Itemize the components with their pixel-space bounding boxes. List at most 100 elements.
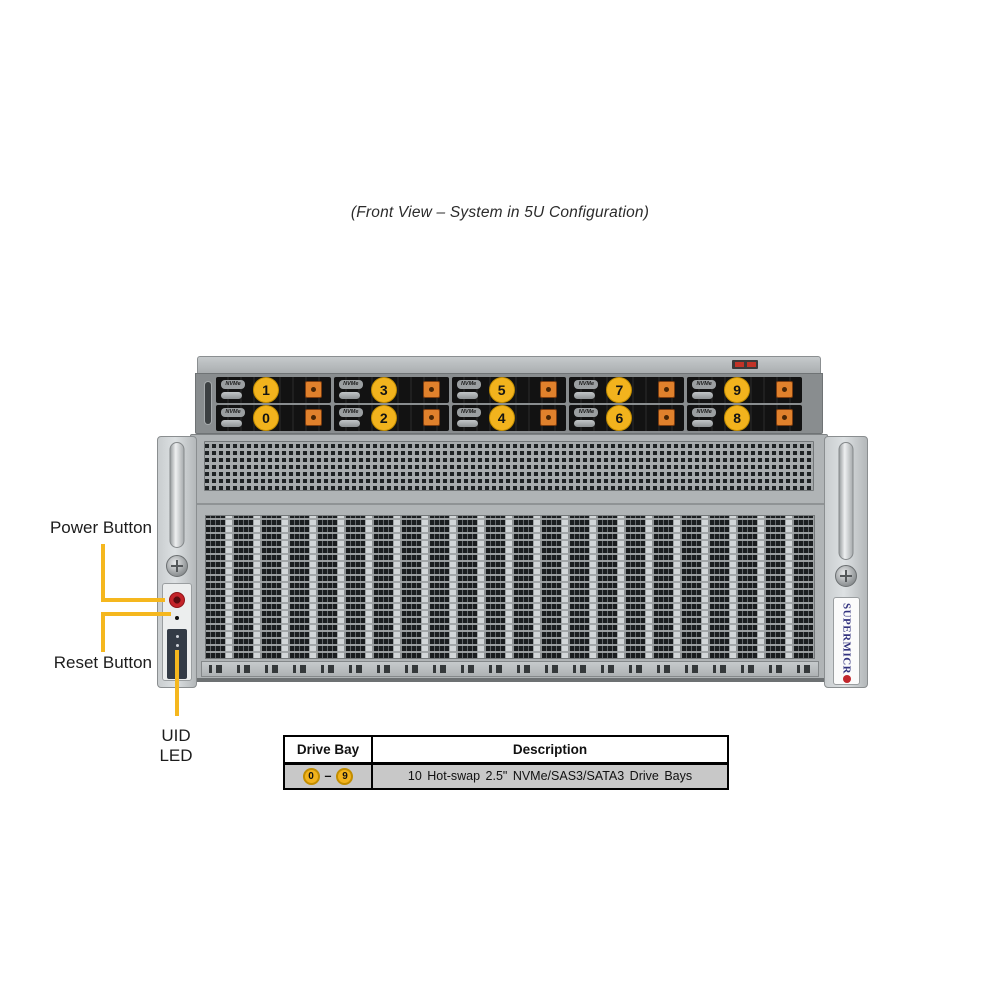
latch-lock-icon [664,387,670,392]
drive-latch-button [304,409,322,426]
brand-text: SUPERMICR [840,603,853,675]
chassis-base-edge [195,678,825,682]
bay-number-badge: 9 [724,377,751,403]
bay-number-badge: 6 [606,405,633,431]
bay-start-badge: 0 [302,767,320,785]
latch-lock-icon [310,415,316,420]
drive-led-bar [221,392,242,399]
drive-led-bar [692,392,714,399]
drive-bay-table: Drive Bay Description 0–9 10 Hot-swap 2.… [283,735,729,790]
figure-caption: (Front View – System in 5U Configuration… [350,204,650,221]
description-cell: 10 Hot-swap 2.5" NVMe/SAS3/SATA3 Drive B… [371,762,729,790]
drive-led-bar [221,420,242,427]
drive-tray: NVMe 0 [216,405,331,431]
bay-end-badge: 9 [336,767,354,785]
bay-range-cell: 0–9 [283,762,373,790]
uid-led-label: UID LED [159,726,193,765]
storage-shelf-1u: NVMe 1 NVMe 0 NVMe [195,356,823,434]
drive-tray: NVMe 4 [451,405,567,431]
reset-leader-line [101,612,171,616]
drive-type-label: NVMe [338,408,363,417]
drive-latch-button [658,409,676,426]
range-dash: – [324,768,332,783]
rack-ear-left [157,436,197,688]
drive-latch-button [422,409,440,426]
drive-type-label: NVMe [221,380,245,389]
drive-bay-group: NVMe 9 NVMe 8 [687,376,802,433]
drive-led-bar [574,392,596,399]
drive-tray: NVMe 8 [687,405,802,431]
drive-type-label: NVMe [574,380,599,389]
bay-number-badge: 4 [488,405,515,431]
table-header-row: Drive Bay Description [283,735,729,765]
drive-type-label: NVMe [456,408,481,417]
drive-tray: NVMe 1 [216,377,331,403]
drive-led-bar [692,420,714,427]
gpu-slot-vents [205,515,815,659]
bay-number-badge: 0 [253,405,279,431]
warning-sticker [732,360,758,369]
uid-leader-line [175,650,179,716]
panel-seam [195,503,825,505]
drive-type-label: NVMe [338,380,363,389]
supermicro-logo: SUPERMICR [833,597,860,685]
bay-number-badge: 3 [370,377,397,403]
rack-ear-right: SUPERMICR [824,436,868,688]
rail-clips [202,665,818,673]
storage-shelf-face: NVMe 1 NVMe 0 NVMe [195,373,823,434]
latch-lock-icon [781,387,787,392]
drive-bay-row: NVMe 1 NVMe 0 NVMe [216,376,802,433]
power-leader-line [101,544,105,602]
drive-bay-group: NVMe 1 NVMe 0 [216,376,331,433]
drive-tray: NVMe 2 [333,405,449,431]
drive-latch-button [304,381,322,398]
vent-slot [205,382,211,424]
rack-handle-left [169,442,185,548]
drive-tray: NVMe 6 [569,405,685,431]
drive-bay-group: NVMe 5 NVMe 4 [451,376,567,433]
gpu-section-4u [190,434,828,682]
drive-type-label: NVMe [221,408,245,417]
latch-lock-icon [428,387,434,392]
bay-number-badge: 7 [606,377,633,403]
latch-lock-icon [546,415,552,420]
rack-handle-right [838,442,854,560]
drive-type-label: NVMe [692,408,717,417]
reset-button-label: Reset Button [53,653,152,672]
thumbscrew-right [835,565,857,587]
bay-number-badge: 1 [253,377,279,403]
chassis-top-surface [197,356,821,373]
ventilation-grille [204,441,814,491]
bay-number-badge: 2 [370,405,397,431]
power-button [169,592,185,608]
drive-type-label: NVMe [692,380,717,389]
power-leader-line [101,598,165,602]
supermicro-dot-icon [842,675,851,684]
drive-led-bar [456,392,478,399]
drive-type-label: NVMe [456,380,481,389]
reset-leader-line [101,612,105,652]
drive-bay-group: NVMe 3 NVMe 2 [333,376,449,433]
drive-latch-button [540,409,558,426]
latch-lock-icon [428,415,434,420]
table-row: 0–9 10 Hot-swap 2.5" NVMe/SAS3/SATA3 Dri… [283,762,729,790]
drive-tray: NVMe 7 [569,377,685,403]
status-led [175,634,179,638]
status-led [175,643,179,647]
bay-number-badge: 8 [724,405,751,431]
latch-lock-icon [781,415,787,420]
drive-tray: NVMe 3 [333,377,449,403]
drive-latch-button [775,409,793,426]
drive-latch-button [775,381,793,398]
thumbscrew-left [166,555,188,577]
drive-latch-button [658,381,676,398]
reset-button [175,616,179,620]
drive-led-bar [574,420,596,427]
drive-led-bar [456,420,478,427]
drive-led-bar [338,392,360,399]
bottom-rail [201,661,819,677]
latch-lock-icon [664,415,670,420]
power-button-label: Power Button [49,518,152,537]
description-header: Description [371,735,729,765]
